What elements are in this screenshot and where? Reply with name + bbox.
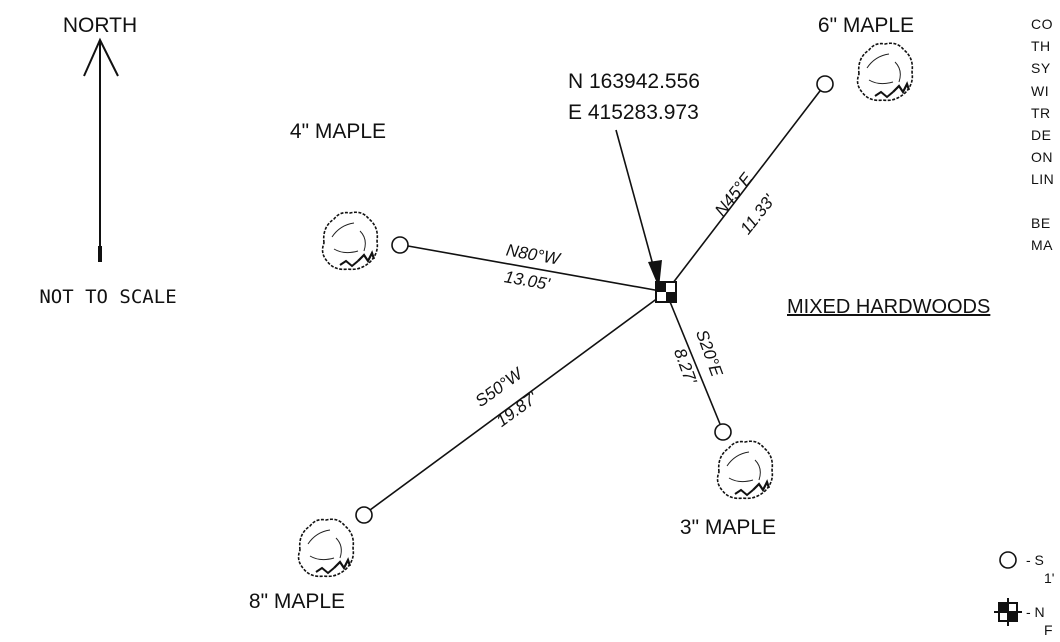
note-line: TR <box>1031 105 1051 121</box>
notes-block: CO TH SY WI TR DE ON LIN BE MA MIXED HAR… <box>787 16 1054 318</box>
tree-icon <box>297 518 355 578</box>
easting-label: E 415283.973 <box>568 101 699 124</box>
survey-marker-icon <box>391 236 409 254</box>
legend-text: - S <box>1026 552 1044 568</box>
north-arrow: NORTH NOT TO SCALE <box>39 14 176 308</box>
distance-label: 8.27' <box>670 346 701 387</box>
tie-line-4in-maple <box>407 245 667 293</box>
northing-label: N 163942.556 <box>568 70 700 93</box>
tie-line-8in-maple <box>369 291 667 511</box>
tree-label: 8" MAPLE <box>249 590 345 613</box>
callout-leader <box>615 129 657 277</box>
note-line: CO <box>1031 16 1053 32</box>
tree-label: 3" MAPLE <box>680 516 776 539</box>
survey-marker-icon <box>355 506 373 524</box>
tree-label: 4" MAPLE <box>290 120 386 143</box>
legend-text: - N <box>1026 604 1045 620</box>
north-label: NORTH <box>63 14 137 37</box>
tie-lines <box>369 86 824 511</box>
tree-icon <box>856 42 914 102</box>
legend-control-point-icon <box>994 598 1022 626</box>
legend-text: F <box>1044 622 1053 638</box>
note-line: SY <box>1031 60 1051 76</box>
tie-line-6in-maple <box>665 86 824 293</box>
legend: - S 1' - N F <box>994 551 1054 638</box>
witness-tree-8in-maple: 8" MAPLE S50°W 19.87' <box>249 363 542 613</box>
note-line: ON <box>1031 149 1053 165</box>
north-arrow-head-icon <box>83 37 119 77</box>
witness-tree-4in-maple: 4" MAPLE N80°W 13.05' <box>290 120 563 294</box>
note-line: MA <box>1031 237 1053 253</box>
legend-text: 1' <box>1044 570 1054 586</box>
note-line: LIN <box>1031 171 1054 187</box>
note-line: DE <box>1031 127 1051 143</box>
survey-marker-icon <box>714 423 732 441</box>
tree-icon <box>321 211 379 271</box>
note-line: WI <box>1031 83 1049 99</box>
witness-tree-6in-maple: 6" MAPLE N45°E 11.33' <box>711 14 914 238</box>
survey-marker-icon <box>816 75 834 93</box>
note-line: BE <box>1031 215 1051 231</box>
tree-label: 6" MAPLE <box>818 14 914 37</box>
tie-line-3in-maple <box>665 291 721 425</box>
legend-circle-icon <box>999 551 1017 569</box>
scale-note: NOT TO SCALE <box>39 286 176 308</box>
witness-tree-3in-maple: 3" MAPLE S20°E 8.27' <box>670 327 776 539</box>
distance-label: 13.05' <box>503 267 552 294</box>
control-point-icon <box>655 281 677 303</box>
note-line: TH <box>1031 38 1051 54</box>
mixed-hardwoods-heading: MIXED HARDWOODS <box>787 296 990 318</box>
control-point-callout: N 163942.556 E 415283.973 <box>568 70 700 288</box>
tree-icon <box>716 440 774 500</box>
